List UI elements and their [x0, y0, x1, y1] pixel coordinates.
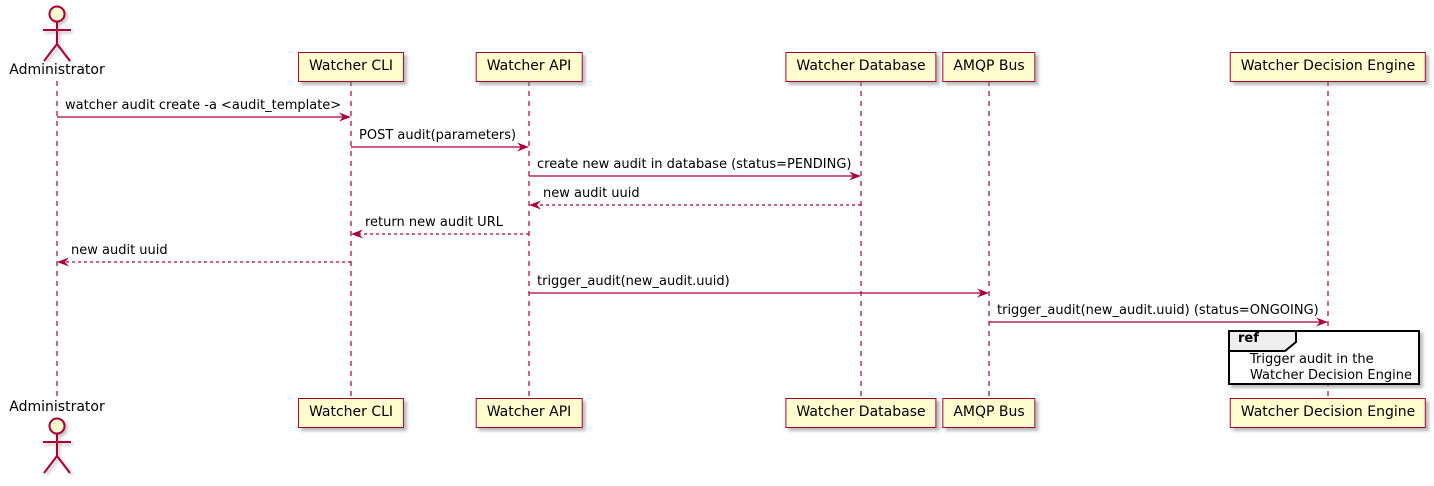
participant-cli-top: Watcher CLI — [297, 52, 405, 82]
message-label-2: create new audit in database (status=PEN… — [537, 157, 852, 172]
message-label-7: trigger_audit(new_audit.uuid) (status=ON… — [997, 303, 1319, 318]
message-label-4: return new audit URL — [365, 215, 503, 230]
actor-name-admin-bottom: Administrator — [9, 399, 105, 415]
message-arrowhead-7 — [1316, 317, 1328, 327]
participant-api-top: Watcher API — [475, 52, 583, 82]
ref-keyword: ref — [1238, 331, 1259, 346]
message-label-5: new audit uuid — [71, 243, 168, 258]
participant-wde-bottom: Watcher Decision Engine — [1229, 398, 1427, 428]
actor-figure-admin-top — [32, 3, 82, 69]
message-label-1: POST audit(parameters) — [359, 128, 517, 143]
message-arrowhead-5 — [57, 257, 69, 267]
ref-text-line-1: Watcher Decision Engine — [1250, 368, 1412, 383]
participant-amqp-bottom: AMQP Bus — [942, 398, 1036, 428]
message-arrowhead-3 — [529, 200, 541, 210]
message-arrowhead-0 — [339, 112, 351, 122]
message-arrowhead-1 — [517, 142, 529, 152]
participant-amqp-top: AMQP Bus — [942, 52, 1036, 82]
message-label-3: new audit uuid — [543, 186, 640, 201]
message-arrowhead-4 — [351, 229, 363, 239]
participant-cli-bottom: Watcher CLI — [297, 398, 405, 428]
message-label-0: watcher audit create -a <audit_template> — [65, 98, 342, 113]
ref-header: ref — [1228, 330, 1300, 358]
message-label-6: trigger_audit(new_audit.uuid) — [537, 274, 730, 289]
ref-text-line-0: Trigger audit in the — [1250, 352, 1374, 367]
actor-name-admin-top: Administrator — [9, 62, 105, 78]
message-arrowhead-6 — [977, 288, 989, 298]
participant-wde-top: Watcher Decision Engine — [1229, 52, 1427, 82]
message-arrowhead-2 — [849, 171, 861, 181]
actor-figure-admin-bottom — [32, 415, 82, 481]
participant-db-bottom: Watcher Database — [785, 398, 937, 428]
participant-api-bottom: Watcher API — [475, 398, 583, 428]
participant-db-top: Watcher Database — [785, 52, 937, 82]
